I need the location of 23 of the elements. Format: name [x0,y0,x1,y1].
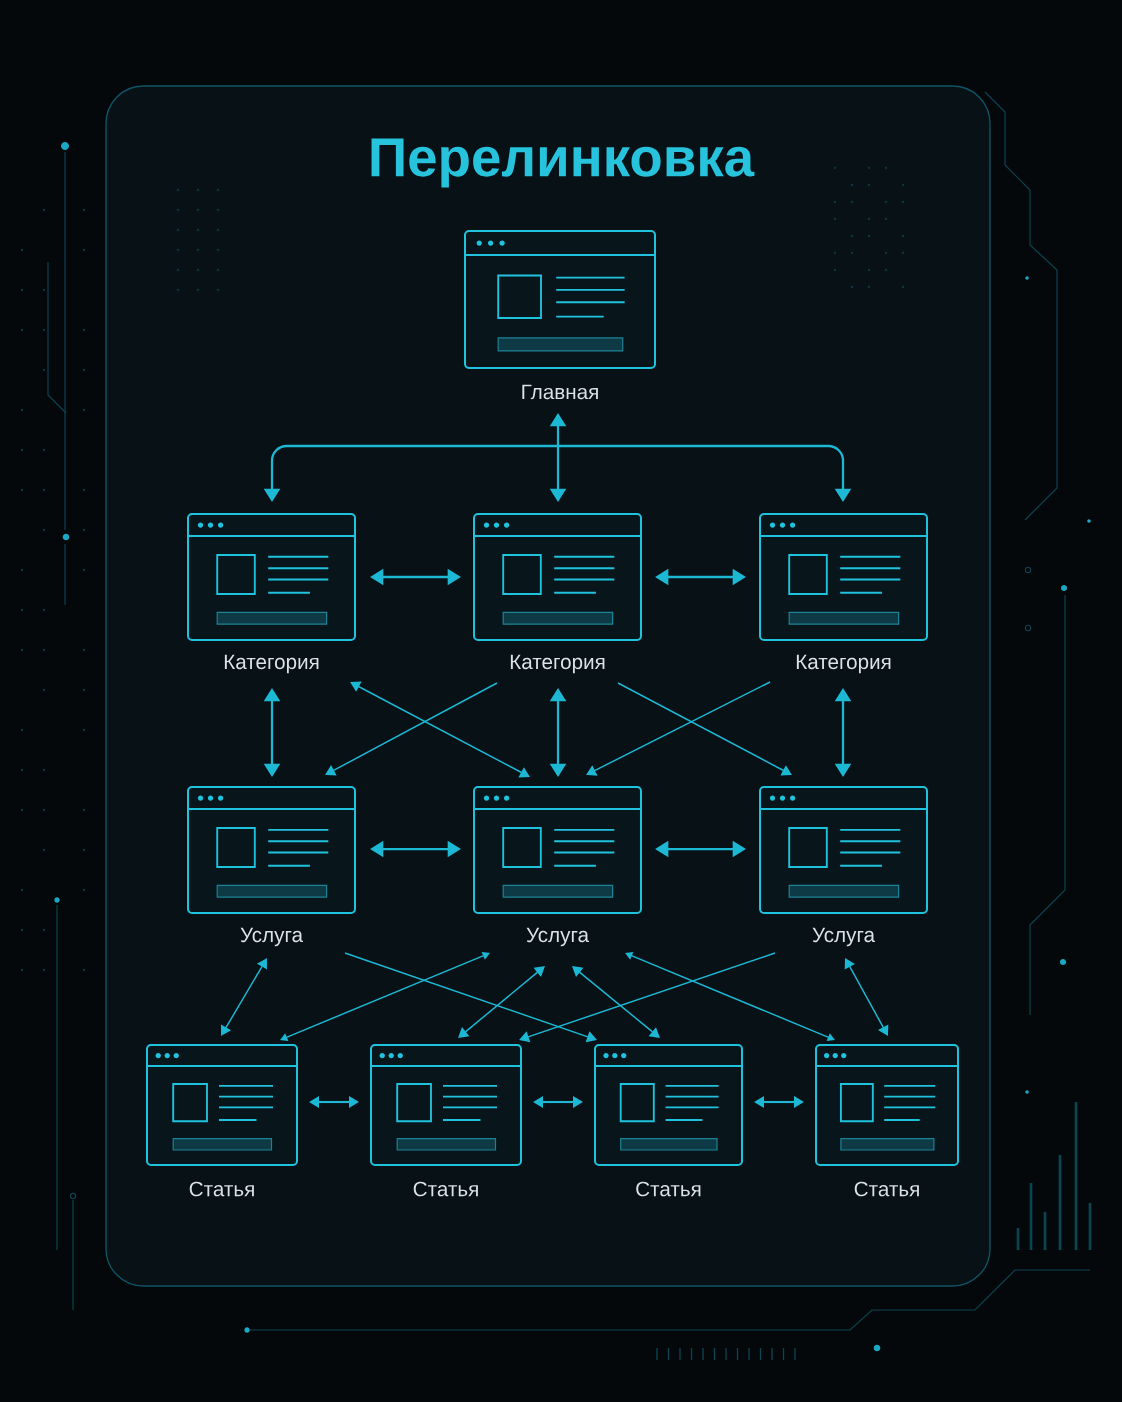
arrow [458,966,545,1038]
node-label: Категория [796,654,891,674]
node-label: Статья [854,1181,919,1197]
node-label: Услуга [526,927,589,947]
node-label: Категория [224,654,319,674]
arrow [280,951,490,1042]
node-label: Статья [636,1181,701,1197]
node-label: Главная [522,384,598,400]
arrow [586,681,771,776]
arrow [519,952,776,1043]
arrow [325,682,498,776]
node-label: Статья [189,1181,254,1197]
node-label: Услуга [240,927,303,947]
node-label: Категория [510,654,605,674]
arrow [572,966,660,1038]
node-label: Услуга [812,927,876,947]
arrow [221,958,267,1036]
arrow [617,682,792,776]
node-label: Статья [413,1181,478,1197]
title: Перелинковка [371,138,755,188]
arrow [344,952,597,1043]
arrow [844,958,889,1036]
arrow [350,681,530,778]
